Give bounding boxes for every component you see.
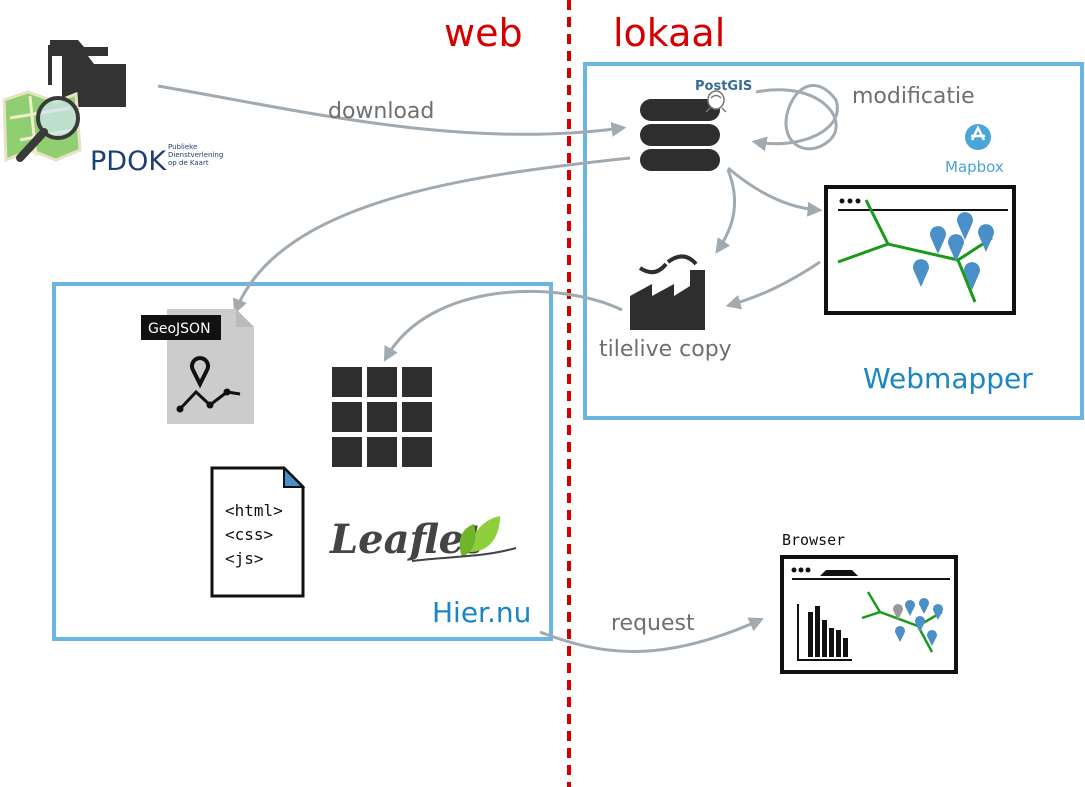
- folder-icon: [48, 40, 126, 107]
- heading-web: web: [444, 11, 523, 55]
- db-to-factory-arrow: [715, 169, 737, 254]
- webmapper-map-window: [824, 185, 1016, 315]
- postgis-logo-text: PostGIS: [695, 79, 752, 94]
- db-to-geojson-arrow: [232, 156, 631, 315]
- code-line-css: <css>: [225, 525, 273, 544]
- pdok-logo-sub-1: Publieke: [168, 143, 197, 151]
- modificatie-loop-arrow: [751, 83, 839, 152]
- modificatie-label: modificatie: [852, 84, 975, 109]
- factory-icon: [630, 254, 705, 330]
- html-file-icon: <html> <css> <js>: [210, 465, 306, 598]
- db-to-map-arrow: [727, 166, 823, 217]
- leaflet-logo-text: Leaflet: [329, 516, 483, 563]
- postgis-logo: PostGIS: [695, 79, 752, 113]
- heading-lokaal: lokaal: [613, 11, 725, 55]
- geojson-file-icon: GeoJSON: [141, 309, 254, 424]
- geojson-label: GeoJSON: [148, 321, 211, 337]
- download-arrow: [157, 84, 627, 137]
- pdok-logo-sub-2: Dienstverlening: [168, 151, 223, 159]
- pdok-logo: PDOK Publieke Dienstverlening op de Kaar…: [90, 143, 223, 177]
- tilelive-copy-label: tilelive copy: [599, 337, 732, 362]
- hiernu-box: [52, 282, 553, 641]
- download-label: download: [328, 99, 434, 124]
- hiernu-label: Hier.nu: [432, 596, 531, 629]
- webmapper-label: Webmapper: [863, 362, 1033, 395]
- pdok-logo-sub-3: op de Kaart: [168, 159, 209, 167]
- mapbox-logo-text: Mapbox: [945, 158, 1004, 176]
- browser-window-icon: [780, 555, 958, 674]
- database-icon: [640, 99, 720, 171]
- browser-label: Browser: [782, 531, 845, 549]
- request-arrow: [539, 617, 765, 653]
- code-line-js: <js>: [225, 549, 264, 568]
- map-to-factory-arrow: [725, 260, 821, 310]
- request-label: request: [611, 611, 695, 636]
- pdok-logo-text: PDOK: [90, 146, 167, 177]
- mapbox-logo: Mapbox: [945, 124, 1004, 176]
- tile-grid-icon: [332, 367, 432, 467]
- factory-to-tiles-arrow: [383, 290, 623, 362]
- code-line-html: <html>: [225, 501, 283, 520]
- webmapper-box: [583, 62, 1084, 420]
- leaflet-logo: Leaflet: [329, 516, 517, 563]
- map-magnifier-icon: [2, 90, 82, 163]
